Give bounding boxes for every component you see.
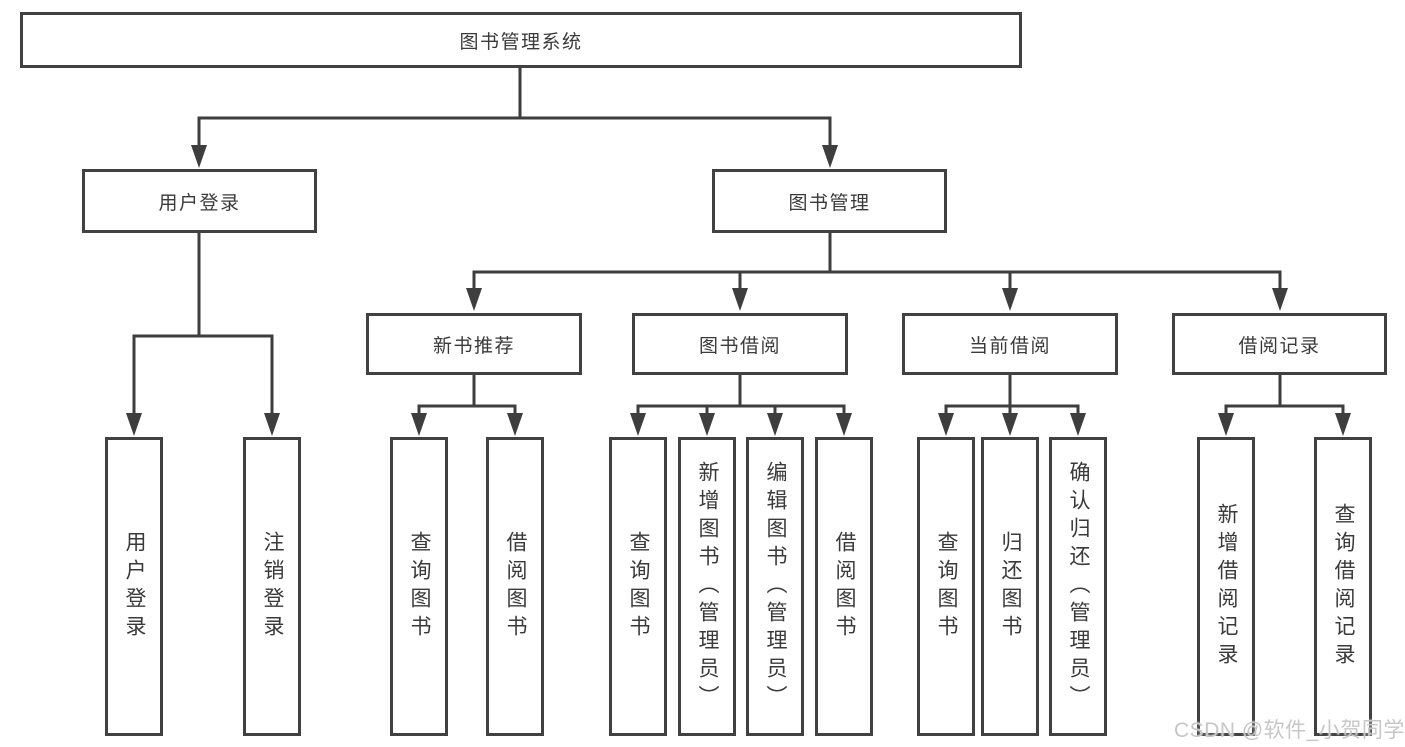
node-leaf-bb-query-books: 查询图书 xyxy=(609,437,667,736)
node-leaf-cb-confirm-return-admin: 确认归还（管理员） xyxy=(1049,437,1107,736)
node-label: 借阅图书 xyxy=(833,530,856,643)
node-leaf-bb-borrow-books: 借阅图书 xyxy=(815,437,873,736)
node-label: 归还图书 xyxy=(999,530,1022,643)
node-label: 用户登录 xyxy=(123,530,146,643)
node-current-borrowing: 当前借阅 xyxy=(902,313,1118,375)
node-label: 当前借阅 xyxy=(968,335,1051,357)
node-label: 新增借阅记录 xyxy=(1215,502,1238,671)
node-label: 图书管理 xyxy=(788,192,871,214)
node-label: 查询图书 xyxy=(627,530,650,643)
node-label: 确认归还（管理员） xyxy=(1067,460,1090,713)
node-leaf-br-add-borrow-record: 新增借阅记录 xyxy=(1197,437,1255,736)
node-label: 图书借阅 xyxy=(698,335,781,357)
node-leaf-logout-login: 注销登录 xyxy=(243,437,301,736)
node-leaf-nbr-borrow-books: 借阅图书 xyxy=(486,437,544,736)
node-label: 借阅记录 xyxy=(1238,335,1321,357)
node-label: 查询借阅记录 xyxy=(1332,502,1355,671)
node-new-book-recommendation: 新书推荐 xyxy=(366,313,582,375)
csdn-watermark: CSDN @软件_小贺同学 xyxy=(1174,719,1405,742)
node-library-management-system: 图书管理系统 xyxy=(20,12,1022,68)
node-label: 注销登录 xyxy=(261,530,284,643)
node-book-borrowing: 图书借阅 xyxy=(632,313,848,375)
node-label: 编辑图书（管理员） xyxy=(764,460,787,713)
node-label: 查询图书 xyxy=(408,530,431,643)
node-leaf-cb-return-books: 归还图书 xyxy=(981,437,1039,736)
node-label: 图书管理系统 xyxy=(459,31,583,53)
node-label: 用户登录 xyxy=(158,192,241,214)
node-label: 借阅图书 xyxy=(504,530,527,643)
node-borrowing-records: 借阅记录 xyxy=(1172,313,1387,375)
node-user-login-module: 用户登录 xyxy=(82,169,317,233)
node-label: 新书推荐 xyxy=(432,335,515,357)
node-leaf-br-query-borrow-record: 查询借阅记录 xyxy=(1314,437,1372,736)
node-leaf-cb-query-books: 查询图书 xyxy=(917,437,975,736)
arrowhead-icons xyxy=(126,145,1351,436)
node-leaf-user-login: 用户登录 xyxy=(105,437,163,736)
node-label: 新增图书（管理员） xyxy=(696,460,719,713)
node-leaf-bb-add-books-admin: 新增图书（管理员） xyxy=(678,437,736,736)
node-book-management-module: 图书管理 xyxy=(712,169,947,233)
node-leaf-nbr-query-books: 查询图书 xyxy=(390,437,448,736)
node-leaf-bb-edit-books-admin: 编辑图书（管理员） xyxy=(746,437,804,736)
node-label: 查询图书 xyxy=(935,530,958,643)
